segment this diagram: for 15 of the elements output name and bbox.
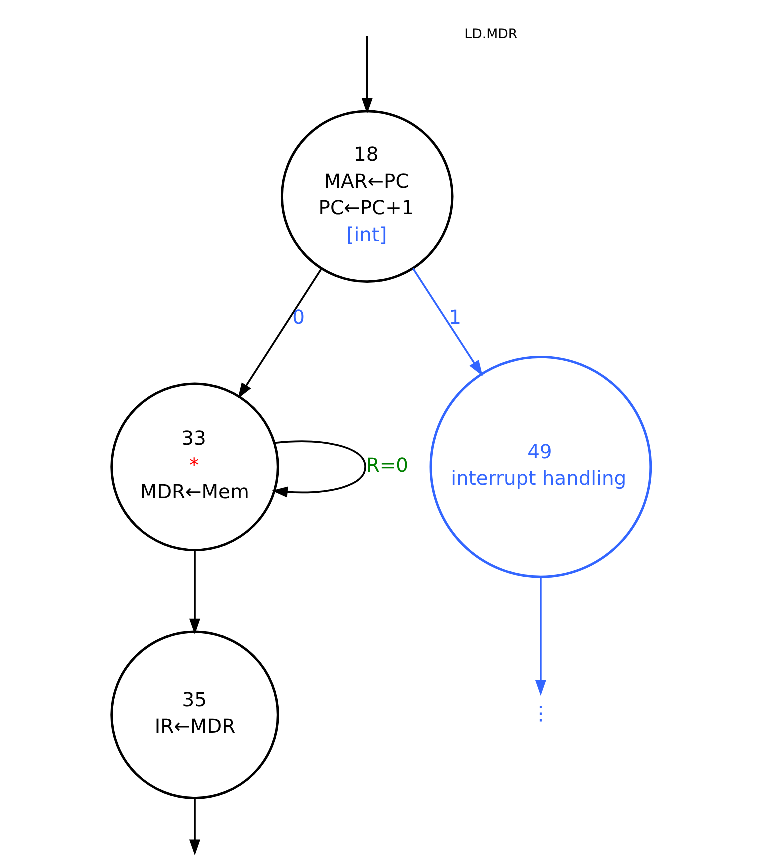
node-circle: 49 interrupt handling xyxy=(429,356,652,578)
arrow xyxy=(272,440,366,498)
arrow xyxy=(412,268,482,376)
node-text: ⋮ xyxy=(530,702,550,725)
arrow xyxy=(534,578,546,696)
edge-label: R=0 xyxy=(366,454,408,477)
node-circle: 18 MAR←PC PC←PC+1 [int] xyxy=(280,110,454,283)
arrow xyxy=(188,798,200,856)
edge-label: 1 xyxy=(448,306,462,329)
node-circle: 35 IR←MDR xyxy=(110,630,279,800)
label: LD.MDR xyxy=(464,27,518,42)
arrow xyxy=(188,550,200,635)
arrow xyxy=(238,268,322,399)
edge-label: 0 xyxy=(292,306,304,329)
arrow xyxy=(361,36,372,114)
